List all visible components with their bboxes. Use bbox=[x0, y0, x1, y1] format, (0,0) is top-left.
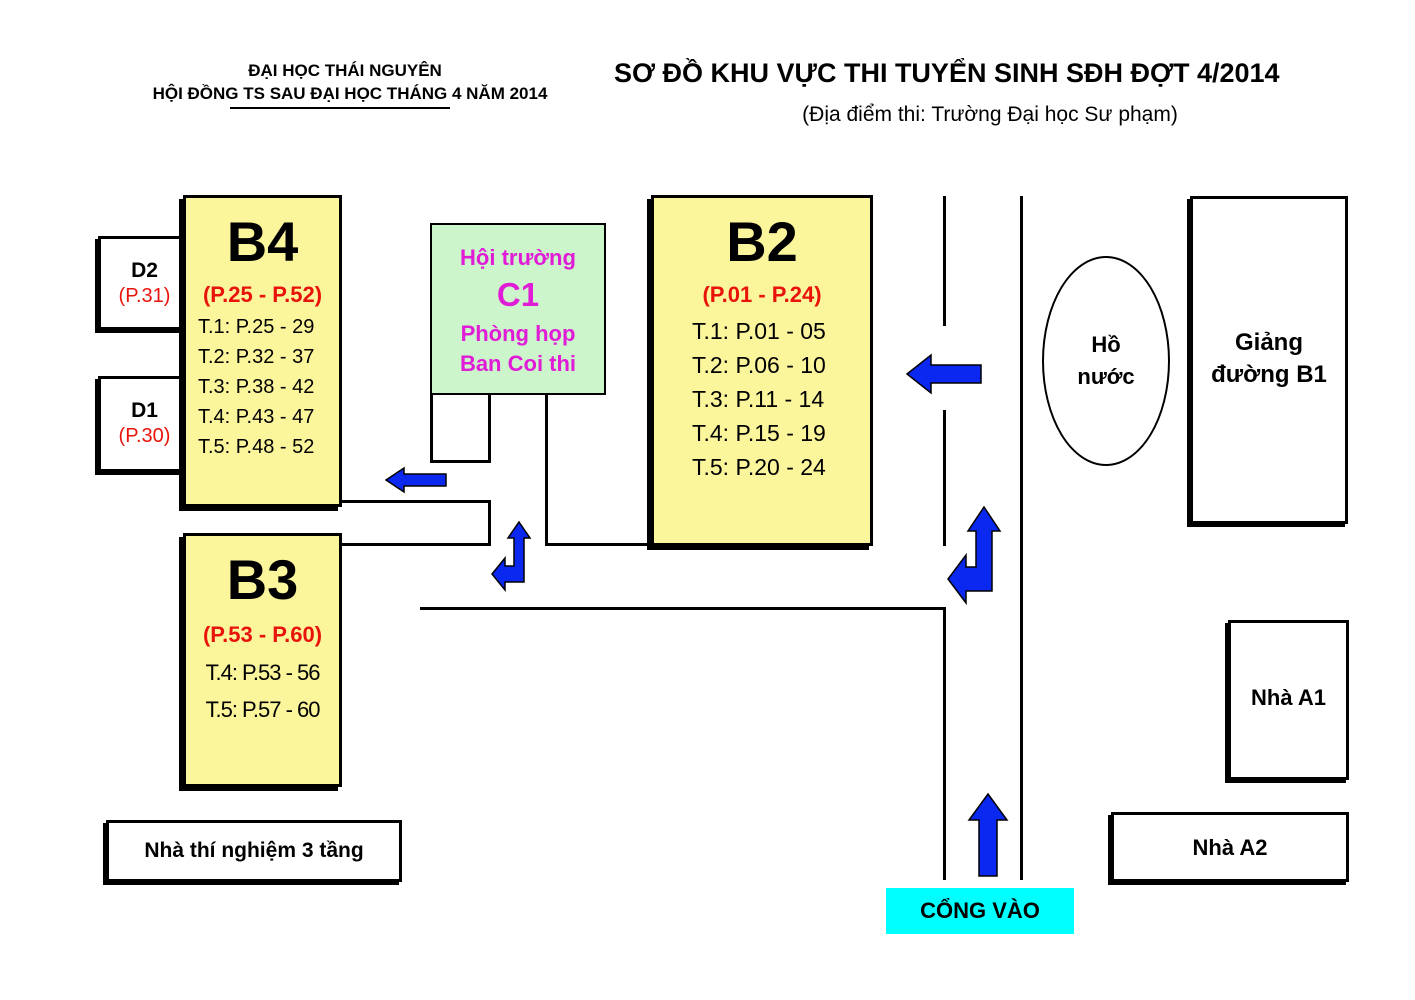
building-d2: D2 (P.31) bbox=[98, 236, 188, 330]
b2-name: B2 bbox=[726, 210, 798, 273]
arrow-left-icon bbox=[905, 353, 982, 395]
b3-floor: T.5: P.57 - 60 bbox=[205, 697, 320, 722]
gate-label: CỔNG VÀO bbox=[920, 898, 1040, 923]
road-line bbox=[430, 460, 491, 463]
building-lab: Nhà thí nghiệm 3 tầng bbox=[106, 820, 402, 882]
road-line bbox=[943, 410, 946, 546]
arrow-left-icon bbox=[384, 466, 447, 494]
d1-room: (P.30) bbox=[118, 425, 171, 447]
b2-floor: T.4: P.15 - 19 bbox=[692, 420, 826, 446]
building-b3: B3 (P.53 - P.60) T.4: P.53 - 56 T.5: P.5… bbox=[183, 533, 342, 787]
d1-name: D1 bbox=[131, 399, 158, 422]
b2-floor: T.1: P.01 - 05 bbox=[692, 318, 826, 344]
b4-floor: T.5: P.48 - 52 bbox=[198, 436, 315, 458]
building-a2: Nhà A2 bbox=[1111, 812, 1349, 882]
b2-range: (P.01 - P.24) bbox=[702, 282, 822, 307]
d2-room: (P.31) bbox=[118, 285, 171, 307]
road-line bbox=[943, 608, 946, 880]
road-line bbox=[545, 543, 653, 546]
a1-name: Nhà A1 bbox=[1251, 685, 1326, 710]
b4-floor: T.4: P.43 - 47 bbox=[198, 406, 315, 428]
arrow-up-left-icon bbox=[491, 520, 532, 593]
arrow-up-left-icon bbox=[947, 505, 1002, 606]
road-line bbox=[340, 543, 491, 546]
road-line bbox=[340, 500, 491, 503]
page-title: SƠ ĐỒ KHU VỰC THI TUYỂN SINH SĐH ĐỢT 4/2… bbox=[614, 58, 1280, 88]
road-line bbox=[488, 393, 491, 463]
building-b1: Giảng đường B1 bbox=[1190, 196, 1348, 524]
lab-name: Nhà thí nghiệm 3 tầng bbox=[144, 839, 364, 862]
header-underline bbox=[230, 107, 450, 109]
road-line bbox=[430, 393, 433, 463]
c1-line1: Hội trường bbox=[460, 245, 576, 270]
building-b4: B4 (P.25 - P.52) T.1: P.25 - 29 T.2: P.3… bbox=[183, 195, 342, 507]
building-a1: Nhà A1 bbox=[1228, 620, 1349, 780]
building-d1: D1 (P.30) bbox=[98, 376, 188, 472]
page-subtitle: (Địa điểm thi: Trường Đại học Sư phạm) bbox=[802, 103, 1178, 126]
b1-line2: đường B1 bbox=[1211, 361, 1327, 388]
road-line bbox=[1020, 196, 1023, 880]
road-line bbox=[488, 500, 491, 546]
building-b2: B2 (P.01 - P.24) T.1: P.01 - 05 T.2: P.0… bbox=[651, 195, 873, 546]
b2-floor: T.2: P.06 - 10 bbox=[692, 352, 826, 378]
b4-range: (P.25 - P.52) bbox=[202, 282, 323, 307]
b4-floor: T.2: P.32 - 37 bbox=[198, 346, 315, 368]
b1-line1: Giảng bbox=[1234, 329, 1303, 356]
org-name: ĐẠI HỌC THÁI NGUYÊN bbox=[248, 61, 442, 80]
b4-name: B4 bbox=[226, 210, 299, 273]
road-line bbox=[943, 196, 946, 326]
entrance-gate: CỔNG VÀO bbox=[886, 888, 1074, 934]
b3-range: (P.53 - P.60) bbox=[202, 622, 323, 647]
road-line bbox=[545, 393, 548, 546]
a2-name: Nhà A2 bbox=[1192, 835, 1268, 860]
b4-floor: T.1: P.25 - 29 bbox=[198, 316, 315, 338]
b2-floor: T.3: P.11 - 14 bbox=[692, 386, 825, 412]
d2-name: D2 bbox=[131, 259, 158, 282]
building-c1: Hội trường C1 Phòng họp Ban Coi thi bbox=[430, 223, 606, 395]
b4-floor: T.3: P.38 - 42 bbox=[198, 376, 315, 398]
lake: Hồ nước bbox=[1042, 256, 1170, 466]
b3-floor: T.4: P.53 - 56 bbox=[205, 660, 320, 685]
arrow-up-icon bbox=[967, 792, 1009, 877]
lake-line2: nước bbox=[1077, 364, 1135, 389]
c1-line3: Phòng họp bbox=[460, 321, 576, 346]
org-council: HỘI ĐỒNG TS SAU ĐẠI HỌC THÁNG 4 NĂM 2014 bbox=[152, 84, 548, 103]
b2-floor: T.5: P.20 - 24 bbox=[692, 454, 826, 480]
road-line bbox=[420, 607, 946, 610]
c1-line4: Ban Coi thi bbox=[459, 351, 577, 376]
b3-name: B3 bbox=[226, 548, 299, 611]
lake-line1: Hồ bbox=[1091, 332, 1121, 357]
c1-name: C1 bbox=[496, 276, 540, 313]
